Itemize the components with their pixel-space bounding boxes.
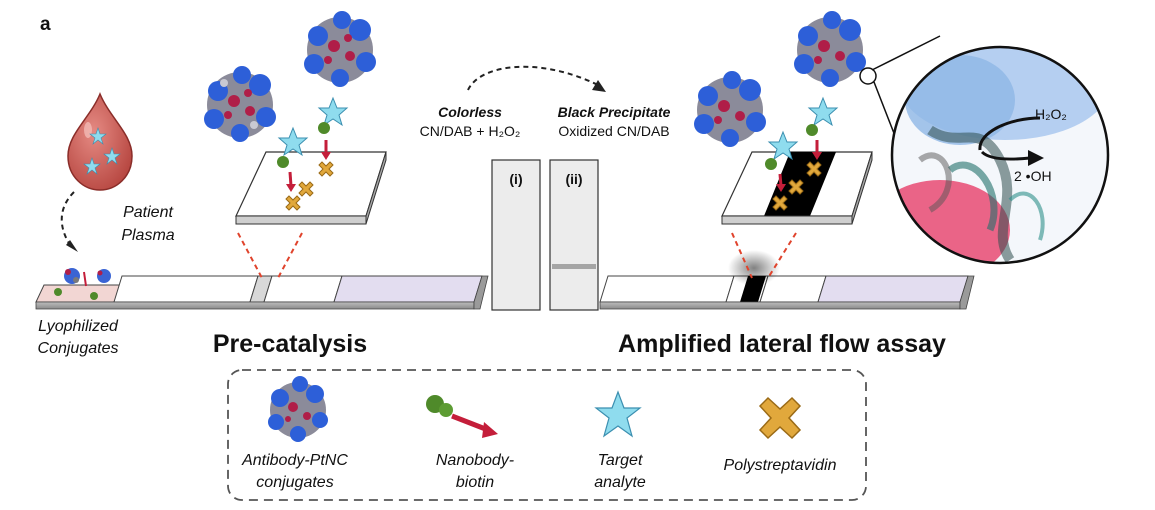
legend-polystreptavidin-icon (758, 396, 802, 440)
polystreptavidin-icon (772, 161, 822, 211)
nanobody-icon (277, 156, 289, 168)
ptnc-conjugate-icon (794, 11, 866, 87)
h2o2-label: H₂O₂ (1035, 106, 1067, 122)
ptnc-conjugate-icon (304, 11, 376, 87)
pre-catalysis-title: Pre-catalysis (213, 330, 367, 358)
black-formula: Oxidized CN/DAB (558, 123, 669, 139)
catalysis-zoom-circle: H₂O₂ 2 •OH (890, 45, 1110, 265)
lyophilized-label: Lyophilized (38, 318, 119, 335)
oxidation-arrow (467, 65, 601, 91)
ptnc-conjugate-icon (204, 66, 276, 142)
nanobody-icon (765, 158, 777, 170)
target-analyte-icon (317, 96, 349, 127)
legend-ptnc-line2: conjugates (256, 474, 333, 491)
legend-nanobody-line2: biotin (456, 474, 494, 491)
legend-polystrep-label: Polystreptavidin (724, 457, 837, 474)
left-test-strip (35, 268, 489, 310)
legend-target-icon (594, 390, 642, 438)
test-strip-ii: (ii) (549, 159, 599, 311)
test-strip-i: (i) (491, 159, 541, 311)
target-analyte-icon (807, 96, 839, 127)
black-precipitate-label: Black Precipitate (558, 104, 671, 120)
zoom-origin (859, 67, 877, 85)
polystreptavidin-icon (285, 161, 334, 211)
hydroxyl-label: 2 •OH (1014, 168, 1052, 184)
test-line (552, 264, 596, 269)
target-analyte-icon (277, 126, 309, 157)
plasma-arrow (60, 191, 75, 249)
pre-catalysis-membrane (235, 151, 387, 225)
legend-target-line1: Target (598, 452, 643, 469)
right-test-strip (599, 250, 975, 310)
legend-nanobody-line1: Nanobody- (436, 452, 514, 469)
strip-ii-label: (ii) (565, 171, 582, 187)
legend-box (227, 369, 867, 501)
plasma-label: Plasma (121, 227, 174, 244)
legend-nanobody-icon (426, 395, 498, 438)
blood-drop-icon (67, 92, 133, 191)
colorless-label: Colorless (438, 104, 502, 120)
conjugates-label: Conjugates (38, 340, 119, 357)
legend-target-line2: analyte (594, 474, 646, 491)
strip-i-label: (i) (509, 171, 522, 187)
lyophilized-conjugates-icon (54, 268, 111, 300)
nanobody-icon (806, 124, 818, 136)
legend-ptnc-line1: Antibody-PtNC (241, 452, 348, 469)
ptnc-conjugate-icon (694, 71, 766, 147)
amplified-lfa-title: Amplified lateral flow assay (618, 330, 946, 358)
colorless-formula: CN/DAB + H₂O₂ (420, 123, 521, 139)
nanobody-icon (318, 122, 330, 134)
patient-label: Patient (123, 204, 173, 221)
legend-ptnc-icon (268, 376, 328, 442)
target-analyte-icon (767, 130, 799, 161)
panel-label: a (40, 14, 51, 35)
